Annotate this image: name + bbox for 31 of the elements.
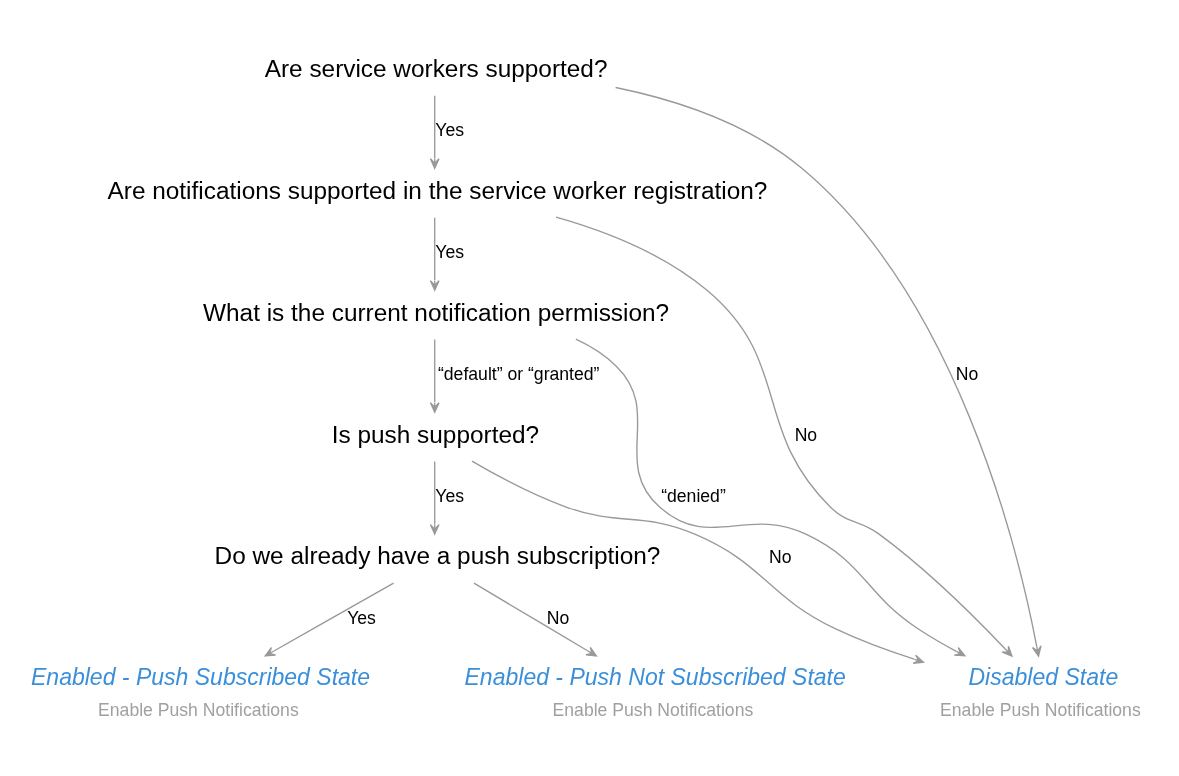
arrow — [471, 459, 925, 664]
node-text: Are notifications supported in the service worker registration? — [107, 176, 768, 204]
edge-label: Yes — [347, 607, 376, 628]
arrow — [575, 338, 966, 656]
node-text: Disabled State — [968, 663, 1119, 690]
node-label: Enable Push Notifications — [98, 699, 299, 720]
node-text: Enabled - Push Subscribed State — [30, 663, 371, 690]
node-text: Enabled - Push Not Subscribed State — [464, 663, 846, 690]
edge-label: No — [794, 424, 818, 445]
edge-label: “default” or “granted” — [437, 363, 600, 384]
arrow — [429, 338, 440, 413]
edge-label: “denied” — [661, 485, 726, 506]
arrow — [429, 94, 440, 169]
edge-label: Yes — [435, 485, 464, 506]
node-text: What is the current notification permission? — [203, 298, 670, 326]
node-text: Do we already have a push subscription? — [214, 541, 661, 569]
node-text: Is push supported? — [331, 420, 540, 448]
node-label: Enable Push Notifications — [940, 699, 1141, 720]
arrow — [614, 86, 1042, 657]
edge-label: No — [955, 363, 979, 384]
edge-label: Yes — [435, 241, 464, 262]
edge-label: No — [768, 546, 792, 567]
arrow — [429, 216, 440, 291]
arrow — [555, 215, 1013, 657]
edge-label: No — [546, 607, 570, 628]
arrow — [473, 582, 597, 657]
arrow — [429, 460, 440, 535]
node-text: Are service workers supported? — [264, 54, 608, 82]
arrow — [264, 582, 395, 657]
node-label: Enable Push Notifications — [552, 699, 754, 720]
edge-label: Yes — [435, 119, 464, 140]
